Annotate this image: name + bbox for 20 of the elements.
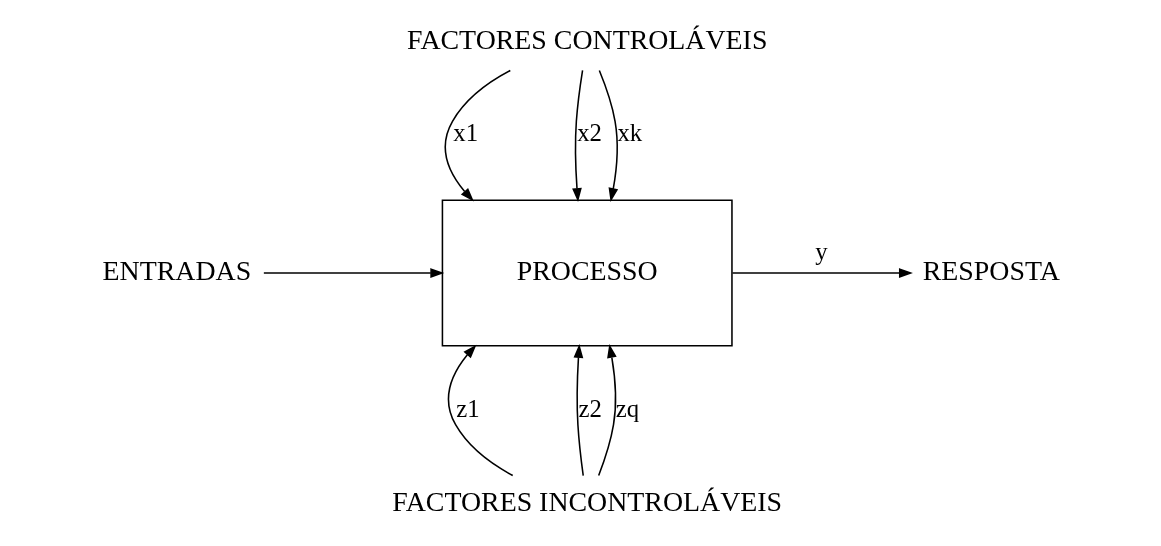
- edge-label: zq: [615, 394, 639, 422]
- arrow: [573, 344, 584, 477]
- edge-label: y: [814, 238, 828, 266]
- arrow: [731, 268, 913, 278]
- arrow: [444, 69, 511, 202]
- node-text: RESPOSTA: [922, 254, 1060, 286]
- node-text: FACTORES INCONTROLÁVEIS: [391, 485, 782, 517]
- arrow: [597, 344, 617, 477]
- edge-label: x1: [452, 119, 478, 147]
- edge-label: z1: [455, 394, 480, 422]
- edge-label: x2: [576, 119, 602, 147]
- edge-label: xk: [616, 119, 642, 147]
- arrow: [571, 69, 583, 202]
- node-text: FACTORES CONTROLÁVEIS: [406, 24, 767, 56]
- node-box: PROCESSO: [441, 199, 733, 347]
- arrow: [262, 268, 444, 278]
- arrow: [598, 69, 618, 202]
- node-text: ENTRADAS: [102, 254, 251, 286]
- arrow: [447, 344, 513, 477]
- edge-label: z2: [578, 394, 602, 422]
